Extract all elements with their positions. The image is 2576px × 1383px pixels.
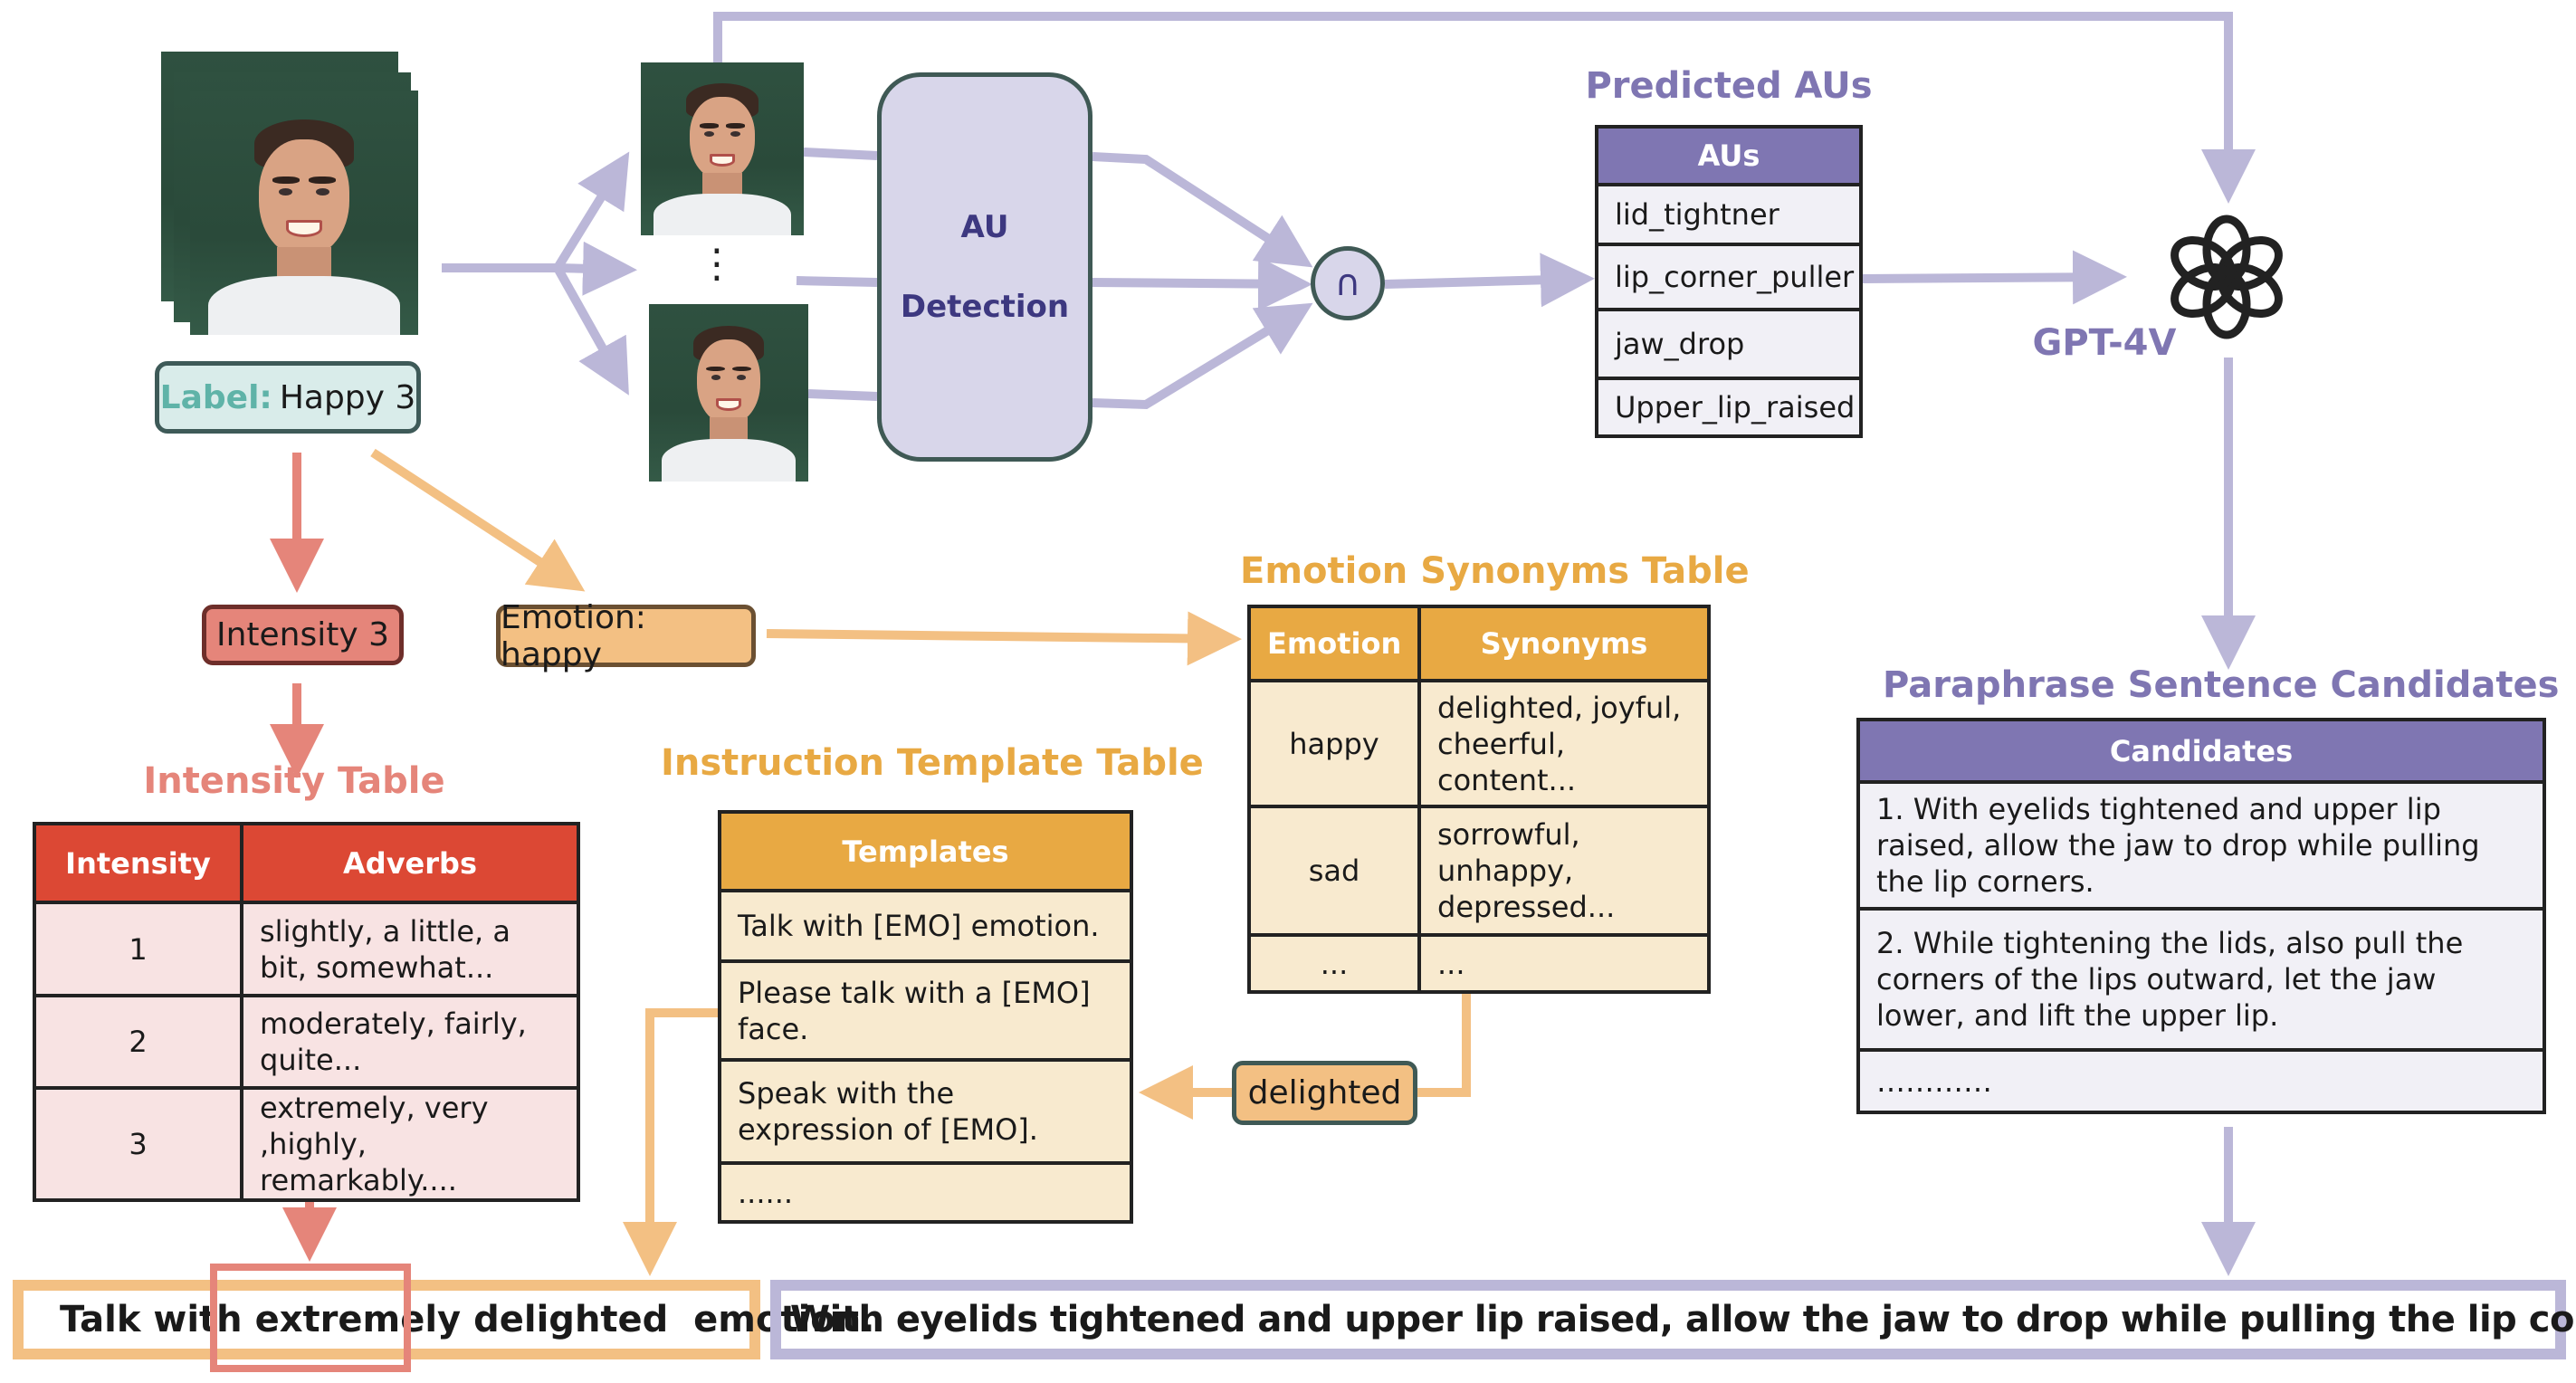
predicted-aus-table: AUs lid_tightner lip_corner_puller jaw_d… — [1595, 125, 1863, 438]
output-paraphrase-text: With eyelids tightened and upper lip rai… — [790, 1299, 2576, 1340]
arrow-to-bottom-face — [553, 265, 629, 396]
candidates-header: Candidates — [1856, 718, 2546, 784]
emotion-cell: sad — [1247, 805, 1421, 937]
template-table-title: Instruction Template Table — [661, 742, 1204, 784]
intensity-adverbs: slightly, a little, a bit, somewhat... — [240, 901, 580, 997]
templates-header: Templates — [718, 810, 1133, 892]
intensity-level: 1 — [33, 901, 243, 997]
intensity-level: 3 — [33, 1086, 243, 1202]
gpt-4v-label: GPT-4V — [2032, 322, 2177, 364]
paraphrase-title: Paraphrase Sentence Candidates — [1883, 664, 2560, 706]
au-detection-module: AU Detection — [877, 72, 1092, 462]
output-highlight: extremely — [254, 1299, 462, 1340]
label-box: Label: Happy 3 — [155, 361, 421, 434]
intensity-adverbs: extremely, very ,highly, remarkably.... — [240, 1086, 580, 1202]
intensity-level: 2 — [33, 994, 243, 1090]
output-part2: delighted emotion. — [473, 1299, 875, 1340]
candidate-row: ………… — [1856, 1048, 2546, 1114]
template-row: Speak with the expression of [EMO]. — [718, 1058, 1133, 1165]
intensity-table: Intensity Adverbs 1 slightly, a little, … — [33, 822, 580, 1202]
intensity-highlight-box — [210, 1264, 411, 1372]
synonyms-cell: ... — [1417, 933, 1711, 994]
face-frame-top — [641, 62, 804, 235]
emotion-node: Emotion: happy — [496, 599, 756, 673]
template-row: Please talk with a [EMO] face. — [718, 959, 1133, 1062]
ellipsis-vertical: ⋮ — [697, 241, 737, 287]
candidate-row: 2. While tightening the lids, also pull … — [1856, 907, 2546, 1052]
synonyms-cell: sorrowful, unhappy, depressed... — [1417, 805, 1711, 937]
synonyms-table-title: Emotion Synonyms Table — [1240, 550, 1750, 592]
arrow-to-middle — [557, 241, 637, 296]
candidates-table: Candidates 1. With eyelids tightened and… — [1856, 718, 2546, 1114]
au-row: Upper_lip_raised — [1595, 377, 1863, 438]
synonyms-header: Synonyms — [1417, 605, 1711, 682]
synonyms-cell: delighted, joyful, cheerful, content... — [1417, 679, 1711, 808]
label-value: Happy 3 — [279, 378, 416, 416]
output-paraphrase: With eyelids tightened and upper lip rai… — [770, 1280, 2576, 1359]
template-row: Talk with [EMO] emotion. — [718, 889, 1133, 963]
emotion-header: Emotion — [1247, 605, 1421, 682]
intensity-adverbs: moderately, fairly, quite... — [240, 994, 580, 1090]
emotion-cell: ... — [1247, 933, 1421, 994]
au-row: jaw_drop — [1595, 308, 1863, 380]
au-row: lid_tightner — [1595, 183, 1863, 246]
template-row: ...... — [718, 1161, 1133, 1224]
adverbs-header: Adverbs — [240, 822, 580, 904]
intensity-node: Intensity 3 — [202, 605, 404, 665]
intensity-table-title: Intensity Table — [143, 760, 445, 802]
predicted-aus-title: Predicted AUs — [1585, 65, 1873, 107]
candidate-row: 1. With eyelids tightened and upper lip … — [1856, 780, 2546, 911]
au-detection-line2: Detection — [900, 289, 1070, 325]
intersection-icon: ∩ — [1311, 246, 1385, 320]
arrow-to-top-face — [553, 151, 630, 271]
openai-logo-icon — [2165, 214, 2288, 340]
selected-synonym-node: delighted — [1232, 1061, 1417, 1125]
label-key: Label: — [159, 378, 272, 416]
au-row: lip_corner_puller — [1595, 243, 1863, 311]
face-photo-front — [190, 91, 418, 335]
template-table: Templates Talk with [EMO] emotion. Pleas… — [718, 810, 1133, 1224]
au-detection-line1: AU — [960, 209, 1009, 245]
synonyms-table: Emotion Synonyms happy delighted, joyful… — [1247, 605, 1711, 994]
aus-header: AUs — [1595, 125, 1863, 186]
emotion-cell: happy — [1247, 679, 1421, 808]
face-frame-bottom — [649, 304, 808, 482]
intensity-header: Intensity — [33, 822, 243, 904]
